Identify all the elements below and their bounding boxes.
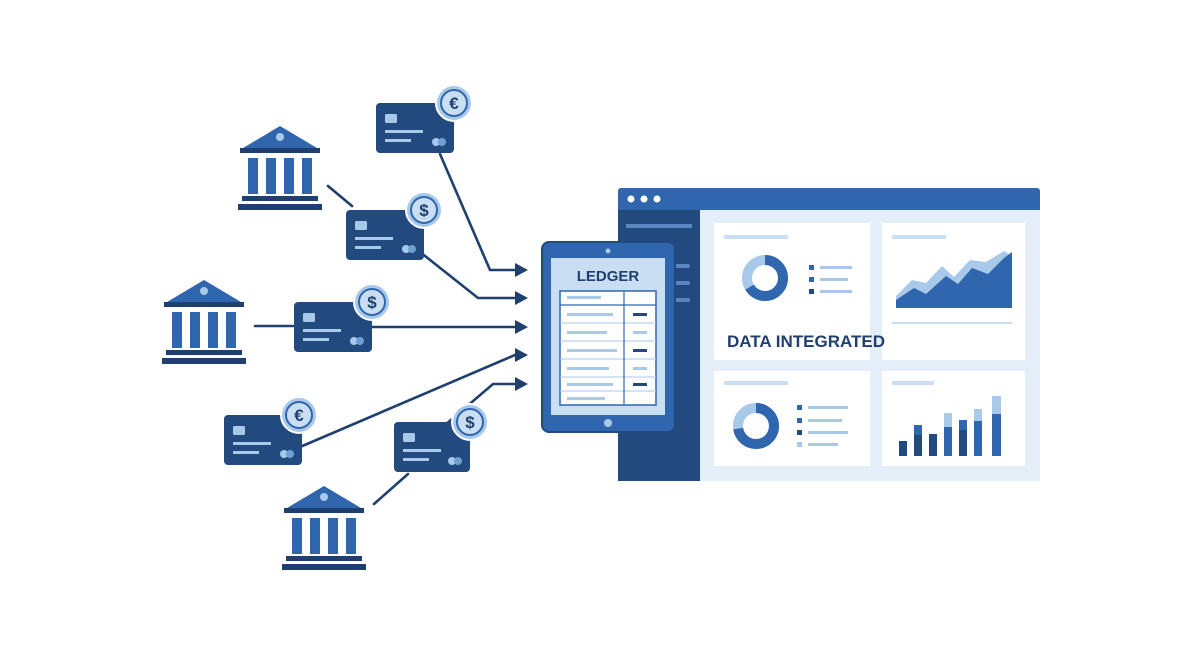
sidebar-tabs (672, 264, 690, 302)
home-button-icon (604, 419, 612, 427)
connector-line (438, 152, 517, 272)
currency-symbol: $ (419, 201, 429, 220)
credit-card-icon: € (224, 396, 318, 465)
connector-line (418, 250, 517, 300)
arrowhead (515, 263, 528, 277)
currency-symbol: $ (367, 293, 377, 312)
bank-icon (238, 126, 322, 210)
dashboard-window: DATA INTEGRATED (618, 188, 1040, 481)
ledger-title: LEDGER (577, 268, 640, 285)
credit-card-icon: $ (294, 283, 391, 352)
arrowheads (515, 263, 528, 391)
arrowhead (515, 320, 528, 334)
data-integrated-label: DATA INTEGRATED (727, 332, 885, 351)
window-dot-icon (627, 195, 635, 203)
area-chart-panel (882, 223, 1025, 360)
bank-icon (162, 280, 246, 364)
ledger-table (559, 290, 657, 406)
connector-line (372, 472, 410, 506)
credit-card-icon: € (376, 84, 473, 153)
currency-symbol: € (449, 94, 459, 113)
legend-icon (809, 265, 852, 294)
credit-card-icon: $ (394, 403, 489, 472)
connector-line (326, 184, 354, 208)
arrowhead (515, 377, 528, 391)
bar-chart-icon (899, 396, 1001, 456)
window-dot-icon (640, 195, 648, 203)
arrowhead (515, 291, 528, 305)
bar-chart-panel (882, 371, 1025, 466)
ledger-tablet: LEDGER (541, 241, 676, 433)
legend-icon (797, 405, 848, 447)
donut-panel (714, 371, 870, 466)
currency-symbol: $ (465, 413, 475, 432)
arrowhead (515, 348, 528, 362)
credit-card-icon: $ (346, 191, 443, 260)
connector-line (298, 353, 517, 449)
bank-icon (282, 486, 366, 570)
donut-panel (714, 223, 870, 360)
window-dot-icon (653, 195, 661, 203)
currency-symbol: € (294, 406, 304, 425)
